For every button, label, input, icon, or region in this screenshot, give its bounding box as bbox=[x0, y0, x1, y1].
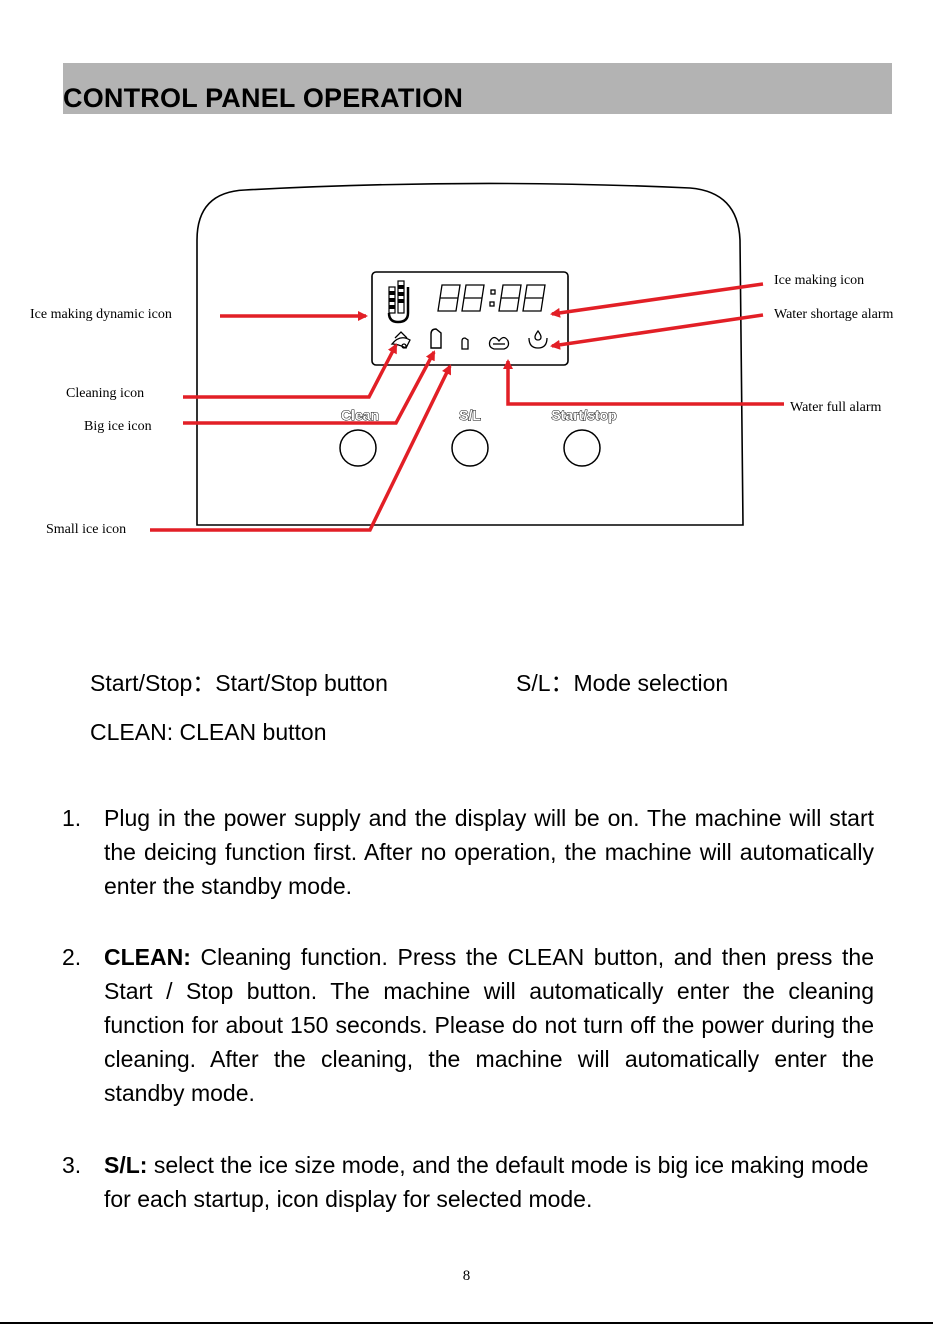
instruction-number: 1. bbox=[62, 805, 82, 831]
arrow-big-ice bbox=[183, 350, 436, 425]
bottom-rule bbox=[0, 1322, 933, 1324]
water-shortage-alarm-icon bbox=[528, 329, 548, 349]
start-stop-button-label: Start/stop bbox=[551, 407, 616, 423]
clean-button-label: Clean bbox=[341, 407, 379, 423]
arrow-small-ice bbox=[150, 364, 452, 532]
time-digits bbox=[437, 284, 546, 312]
arrow-water-full bbox=[503, 359, 784, 406]
sl-button-label: S/L bbox=[459, 407, 481, 423]
legend-sl: S/L：Mode selection bbox=[516, 670, 729, 696]
big-ice-icon bbox=[430, 328, 442, 349]
callout-water-full-alarm: Water full alarm bbox=[790, 400, 881, 415]
instruction-number: 2. bbox=[62, 944, 82, 970]
section-header-bar bbox=[63, 63, 892, 114]
callout-ice-making-dynamic-icon: Ice making dynamic icon bbox=[30, 307, 172, 322]
legend-start-stop: Start/Stop：Start/Stop button bbox=[90, 670, 388, 696]
instruction-text: Plug in the power supply and the display… bbox=[104, 805, 874, 899]
instruction-number: 3. bbox=[62, 1152, 82, 1178]
instruction-text: CLEAN: Cleaning function. Press the CLEA… bbox=[104, 944, 874, 1106]
callout-water-shortage-alarm: Water shortage alarm bbox=[774, 307, 893, 322]
callout-small-ice-icon: Small ice icon bbox=[46, 522, 126, 537]
instruction-text: S/L: select the ice size mode, and the d… bbox=[104, 1152, 869, 1212]
legend-clean: CLEAN: CLEAN button bbox=[90, 719, 327, 745]
arrow-water-shortage bbox=[550, 313, 764, 350]
ice-making-dynamic-icon bbox=[387, 280, 410, 324]
instruction-label: CLEAN: bbox=[104, 944, 191, 970]
callout-arrows bbox=[150, 282, 784, 532]
callout-big-ice-icon: Big ice icon bbox=[84, 419, 152, 434]
arrow-cleaning bbox=[183, 343, 398, 399]
small-ice-icon bbox=[461, 337, 469, 350]
arrow-ice-making bbox=[550, 282, 764, 318]
callout-cleaning-icon: Cleaning icon bbox=[66, 386, 144, 401]
control-panel-diagram: Clean S/L Start/stop Ice making dynamic … bbox=[30, 182, 893, 537]
start-stop-button[interactable] bbox=[563, 429, 601, 467]
water-full-alarm-icon bbox=[488, 336, 510, 350]
callout-ice-making-icon: Ice making icon bbox=[774, 273, 864, 288]
clean-button[interactable] bbox=[339, 429, 377, 467]
sl-button[interactable] bbox=[451, 429, 489, 467]
section-title: CONTROL PANEL OPERATION bbox=[63, 83, 464, 113]
page-number: 8 bbox=[462, 1268, 471, 1284]
instruction-label: S/L: bbox=[104, 1152, 148, 1178]
